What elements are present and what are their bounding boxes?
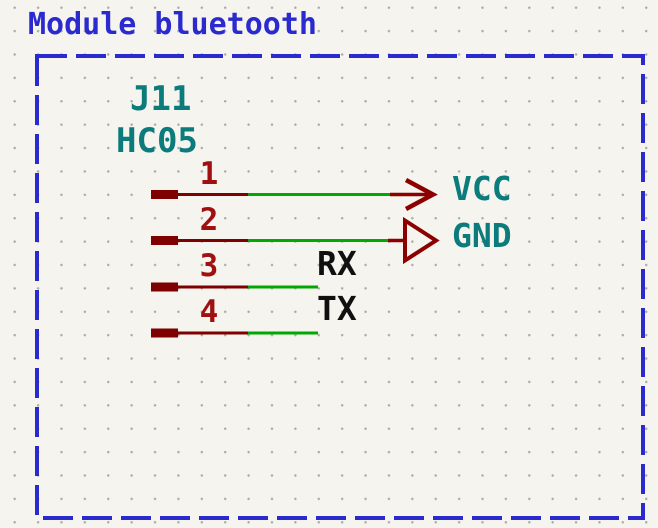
pin-number-4[interactable]: 4 [199,294,219,330]
label-rx[interactable]: RX [317,244,357,283]
pin-number-2[interactable]: 2 [199,202,219,238]
pin4-stub[interactable] [151,328,178,338]
label-gnd[interactable]: GND [452,216,512,255]
pin2-stub[interactable] [151,236,178,245]
pin-number-1[interactable]: 1 [199,156,219,192]
pin-row-2[interactable] [151,216,440,265]
label-vcc[interactable]: VCC [452,169,512,208]
pin-row-3[interactable] [151,282,318,292]
pin-row-1[interactable] [151,178,438,211]
pin-number-3[interactable]: 3 [199,248,219,284]
component-value[interactable]: HC05 [116,121,198,161]
group-border-rect[interactable] [35,54,645,520]
sheet-title[interactable]: Module bluetooth [28,7,317,42]
label-tx[interactable]: TX [317,289,357,328]
component-reference[interactable]: J11 [130,79,192,119]
pin3-stub[interactable] [151,282,178,292]
gnd-triangle-icon[interactable] [403,216,440,265]
pin1-stub[interactable] [151,190,178,199]
vcc-arrow-icon[interactable] [404,178,438,211]
pin-row-4[interactable] [151,328,318,338]
